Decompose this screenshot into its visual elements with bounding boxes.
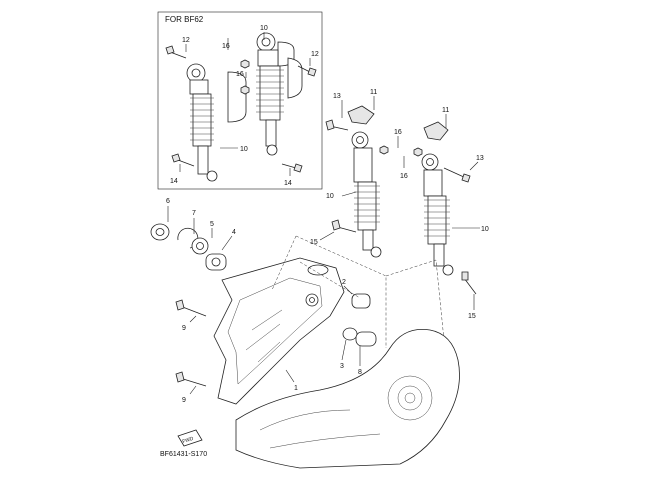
callout-2: 2 <box>342 279 346 286</box>
callout-11-left: 11 <box>370 89 377 96</box>
leader-lines <box>167 96 480 395</box>
shock-absorber-middle[interactable] <box>351 131 382 258</box>
inset-bolt-12-right-head <box>307 67 317 77</box>
nut-16-left[interactable] <box>379 145 389 155</box>
inset-title: FOR BF62 <box>165 15 204 24</box>
collar-8[interactable] <box>355 331 377 347</box>
inset-frame <box>157 11 323 190</box>
inset-shock-absorber-right[interactable] <box>256 32 303 156</box>
bolt-13-right[interactable] <box>443 167 467 179</box>
cap-11-right[interactable] <box>423 121 449 141</box>
alignment-guides <box>271 235 447 361</box>
oil-seal-3[interactable] <box>342 327 358 341</box>
callout-10-right: 10 <box>481 226 489 233</box>
rear-arm-1[interactable] <box>213 257 345 405</box>
callout-16-left: 16 <box>394 129 402 136</box>
callout-15-left: 15 <box>310 239 318 246</box>
callout-13-right: 13 <box>476 155 484 162</box>
callout-9-lower: 9 <box>182 397 186 404</box>
callout-9-upper: 9 <box>182 325 186 332</box>
callout-3: 3 <box>340 363 344 370</box>
callout-12-inset-left: 12 <box>182 37 190 44</box>
inset-bolt-12-right[interactable] <box>297 65 311 73</box>
bolt-9-upper[interactable] <box>179 305 207 317</box>
callout-6: 6 <box>166 198 170 205</box>
callout-12-inset-right: 12 <box>311 51 319 58</box>
callout-7: 7 <box>192 210 196 217</box>
callout-4: 4 <box>232 229 236 236</box>
callout-11-right: 11 <box>442 107 449 114</box>
callout-14-inset-left: 14 <box>170 178 178 185</box>
callout-16-inset-mid: 16 <box>236 71 244 78</box>
inset-nut-16-a[interactable] <box>240 59 250 69</box>
collar-2[interactable] <box>351 293 371 309</box>
inset-bolt-12-left-head <box>165 45 175 55</box>
callout-10-inset-bottom: 10 <box>240 146 248 153</box>
fwd-arrow-icon: FWD <box>177 429 203 447</box>
callout-1: 1 <box>294 385 298 392</box>
inset-bf62: FOR BF62 <box>157 11 323 190</box>
nut-16-right[interactable] <box>413 147 423 157</box>
callout-5: 5 <box>210 221 214 228</box>
inset-bolt-14-left[interactable] <box>177 159 195 167</box>
callout-8: 8 <box>358 369 362 376</box>
callout-15-right: 15 <box>468 313 476 320</box>
cap-11-left[interactable] <box>347 105 375 125</box>
bolt-15-right[interactable] <box>463 277 477 295</box>
callout-14-inset-right: 14 <box>284 180 292 187</box>
shock-absorber-right[interactable] <box>421 153 454 276</box>
inset-nut-16-b[interactable] <box>240 85 250 95</box>
inset-shock-absorber-left[interactable] <box>186 63 247 182</box>
bolt-9-lower[interactable] <box>179 377 207 387</box>
callout-10-inset-top: 10 <box>260 25 268 32</box>
svg-text:FWD: FWD <box>182 436 195 445</box>
inset-bolt-12-left[interactable] <box>169 51 187 59</box>
callout-labels: 12 16 10 12 16 10 14 14 13 11 11 16 16 1… <box>166 25 489 404</box>
diagram-code: BF61431-S170 <box>160 451 207 458</box>
callout-10-middle: 10 <box>326 193 334 200</box>
callout-16-right: 16 <box>400 173 408 180</box>
engine-crankcase <box>235 329 460 469</box>
inset-bolt-14-right[interactable] <box>281 163 297 169</box>
callout-16-inset-top: 16 <box>222 43 230 50</box>
callout-13-left: 13 <box>333 93 341 100</box>
